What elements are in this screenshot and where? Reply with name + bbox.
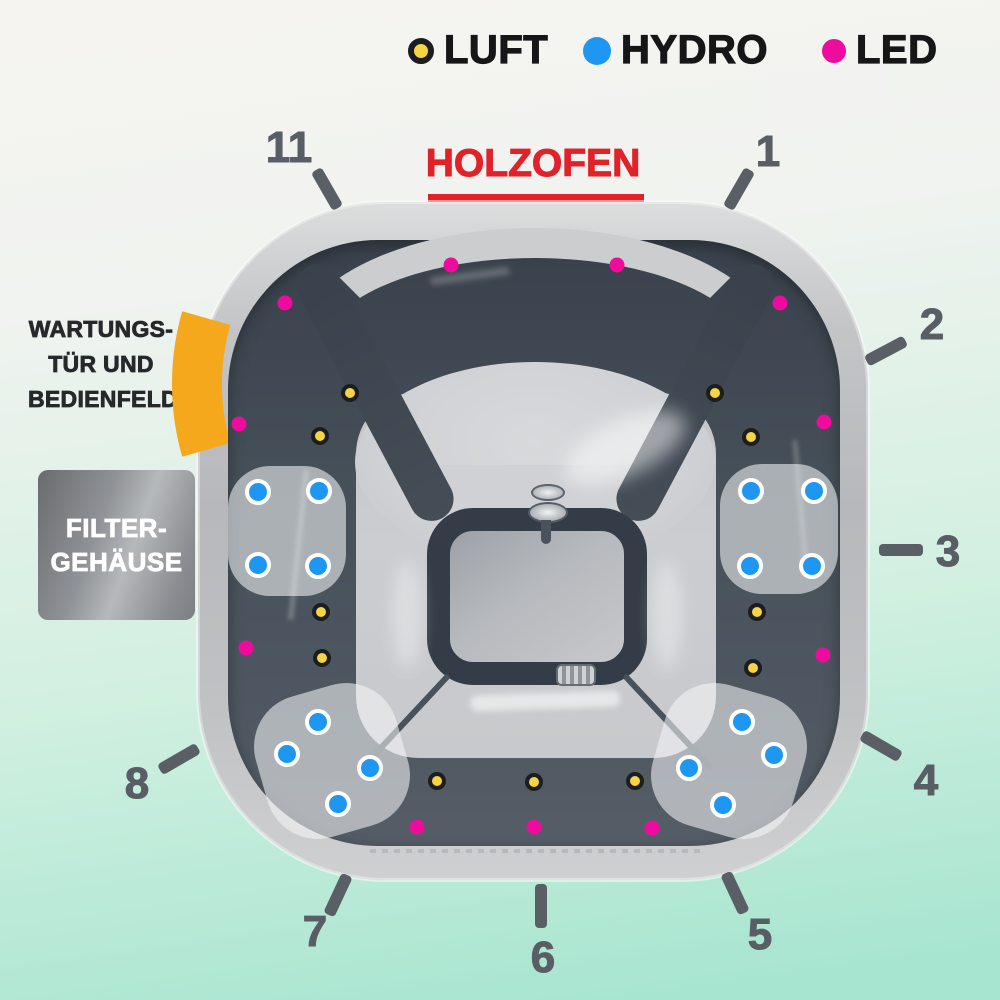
filter-housing-label: FILTER- GEHÄUSE (38, 470, 195, 620)
luft-dot-icon (408, 37, 434, 64)
hydro-jet-dot (737, 553, 763, 579)
tick-mark (535, 884, 547, 928)
hydro-jet-dot (305, 553, 331, 579)
filter-line2: GEHÄUSE (50, 547, 183, 578)
luft-jet-dot (742, 428, 760, 446)
legend-label-hydro: HYDRO (620, 27, 768, 72)
maintenance-line3: BEDIENFELD (28, 386, 178, 413)
luft-jet-dot (744, 659, 762, 677)
maintenance-line1: WARTUNGS- (28, 316, 174, 343)
hydro-jet-dot (799, 553, 825, 579)
led-jet-dot (443, 257, 459, 273)
led-jet-dot (409, 819, 425, 835)
position-number-1: 1 (755, 127, 781, 177)
led-jet-dot (609, 257, 625, 273)
hydro-jet-dot (676, 755, 702, 781)
position-number-7: 7 (302, 907, 328, 957)
hydro-jet-dot (801, 478, 827, 504)
led-jet-dot (644, 820, 660, 836)
legend-item-led: LED (822, 27, 938, 73)
luft-jet-dot (341, 384, 359, 402)
luft-jet-dot (748, 603, 766, 621)
chrome-fitting-spout (541, 520, 551, 544)
position-number-2: 2 (919, 300, 945, 350)
drain-fitting (556, 664, 596, 686)
position-number-6: 6 (530, 933, 556, 983)
tick-mark (879, 544, 923, 556)
position-number-3: 3 (935, 527, 961, 577)
hydro-jet-dot (729, 709, 755, 735)
luft-jet-dot (428, 772, 446, 790)
stove-underline (428, 194, 644, 205)
led-jet-dot (815, 647, 831, 663)
led-jet-dot (772, 295, 788, 311)
hydro-jet-dot (305, 709, 331, 735)
led-jet-dot (526, 819, 542, 835)
tub-footwell (427, 508, 647, 685)
position-number-8: 8 (124, 759, 150, 809)
position-number-5: 5 (747, 910, 773, 960)
hydro-jet-dot (245, 479, 271, 505)
hydro-dot-icon (583, 36, 611, 65)
maintenance-label: WARTUNGS- TÜR UND BEDIENFELD (28, 312, 178, 417)
legend-item-hydro: HYDRO (583, 27, 768, 73)
maintenance-line2: TÜR UND (48, 351, 154, 378)
led-jet-dot (231, 416, 247, 432)
hydro-jet-dot (710, 792, 736, 818)
led-jet-dot (238, 640, 254, 656)
hydro-jet-dot (761, 742, 787, 768)
hydro-jet-dot (357, 755, 383, 781)
luft-jet-dot (706, 384, 724, 402)
stove-label: HOLZOFEN (425, 142, 641, 186)
luft-jet-dot (626, 772, 644, 790)
hydro-jet-dot (325, 791, 351, 817)
rim-seam (370, 849, 700, 853)
led-jet-dot (816, 414, 832, 430)
filter-line1: FILTER- (65, 513, 168, 544)
luft-jet-dot (312, 603, 330, 621)
position-number-11: 11 (265, 123, 313, 173)
legend-label-luft: LUFT (443, 27, 549, 72)
chrome-fitting-top (531, 484, 565, 501)
luft-jet-dot (525, 773, 543, 791)
luft-jet-dot (311, 427, 329, 445)
legend-item-luft: LUFT (408, 27, 549, 73)
led-jet-dot (277, 295, 293, 311)
hydro-jet-dot (738, 478, 764, 504)
position-number-4: 4 (913, 756, 939, 806)
highlight (652, 560, 682, 670)
hydro-jet-dot (306, 478, 332, 504)
hydro-jet-dot (245, 552, 271, 578)
led-dot-icon (822, 38, 846, 63)
hydro-jet-dot (274, 741, 300, 767)
luft-jet-dot (313, 649, 331, 667)
highlight (392, 560, 422, 670)
legend-label-led: LED (855, 27, 938, 72)
